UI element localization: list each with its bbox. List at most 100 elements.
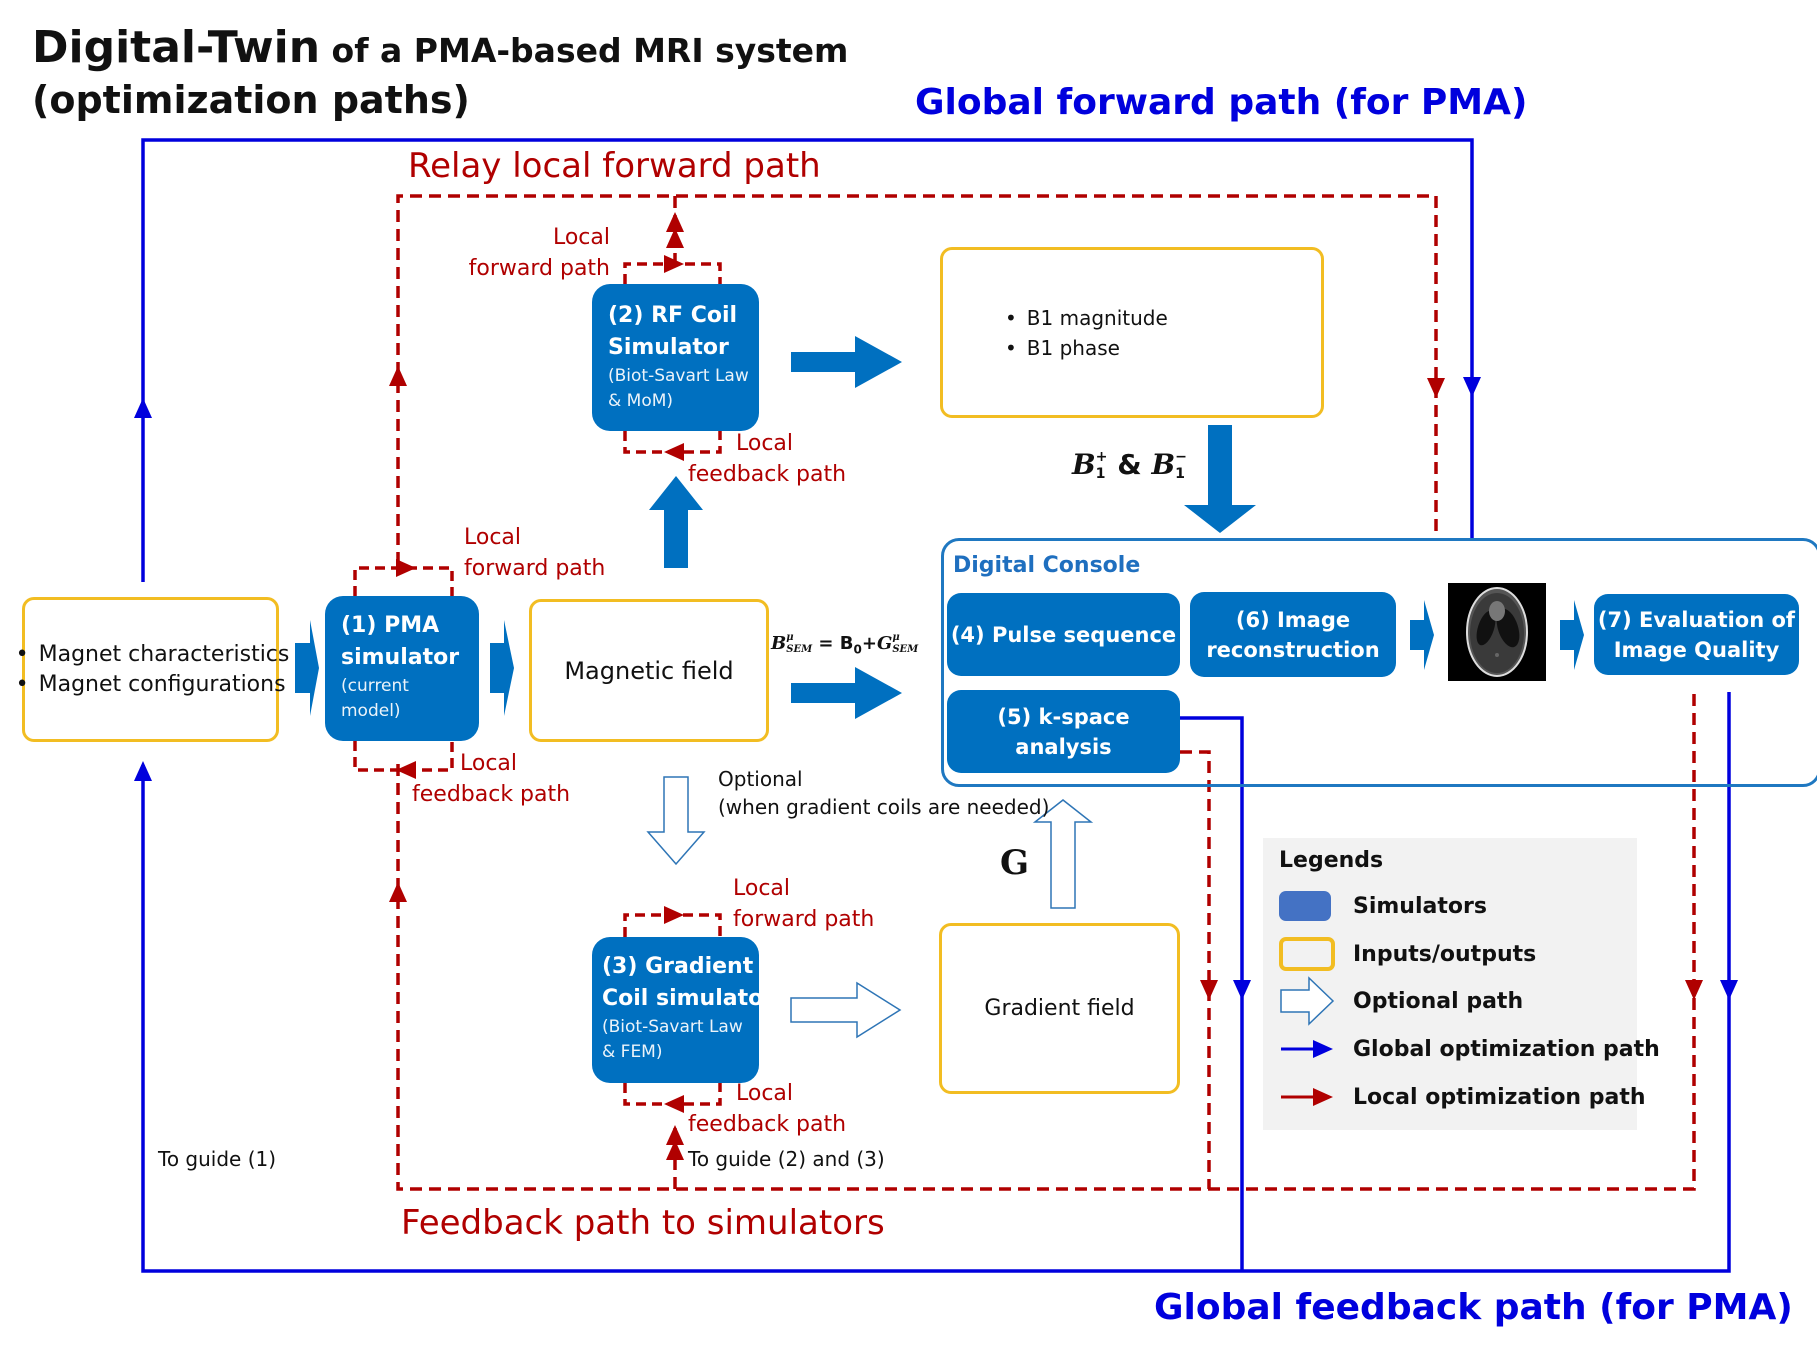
b1-phase: B1 phase <box>1023 333 1168 363</box>
pma-title-1: (1) PMA <box>341 613 440 638</box>
grad-title-1: (3) Gradient <box>602 954 754 979</box>
b1-list: B1 magnitude B1 phase <box>1001 303 1168 363</box>
optional-arrow-field-to-gradient <box>646 776 706 866</box>
local-loop-gradient-feedback-arrowhead <box>664 1095 684 1113</box>
label-line: Local <box>736 1081 794 1106</box>
optional-line-2: (when gradient coils are needed) <box>718 795 1050 819</box>
local-loop-rf-feedback-arrowhead <box>664 443 684 461</box>
pulse-sequence-module[interactable]: (4) Pulse sequence <box>947 593 1180 676</box>
label-line: Local <box>733 876 791 901</box>
pma-local-feedback-label: Local feedback path <box>412 748 570 810</box>
gradient-local-forward-label: Local forward path <box>733 873 874 935</box>
g-label: G <box>1000 843 1030 883</box>
eq-plus: + <box>861 633 877 654</box>
b1-equation: B+1 & B−1 <box>1072 448 1187 483</box>
grad-title-2: Coil simulator <box>602 986 775 1011</box>
pma-simulator: (1) PMA simulator (current model) <box>325 596 479 741</box>
rf-local-forward-label: Local forward path <box>468 222 610 284</box>
rf-sub-1: (Biot-Savart Law <box>608 366 749 386</box>
feedback-arrowhead-grad-up2 <box>666 1125 684 1145</box>
eq-g: G <box>876 633 893 654</box>
global-feedback-path-label: Global feedback path (for PMA) <box>1154 1287 1793 1328</box>
legend-item-simulators: Simulators <box>1279 886 1487 926</box>
title-bold: Digital-Twin <box>32 22 321 73</box>
eq-plus-sup: + <box>1095 449 1108 465</box>
b1-output-box: B1 magnitude B1 phase <box>940 247 1324 418</box>
arrow-recon-to-image <box>1410 600 1434 670</box>
eq-sub-2: 1 <box>1175 466 1185 482</box>
feedback-arrowhead-grad-up <box>666 1140 684 1160</box>
arrow-pma-to-field <box>490 620 514 716</box>
optional-label: Optional (when gradient coils are needed… <box>718 765 1049 821</box>
relay-local-forward-path <box>396 194 1438 564</box>
pma-local-forward-label: Local forward path <box>464 522 605 584</box>
arrow-rf-to-b1 <box>791 336 902 388</box>
arrow-field-to-rf <box>649 476 703 568</box>
local-loop-pma-feedback-arrowhead <box>396 761 416 779</box>
grad-sub-1: (Biot-Savart Law <box>602 1017 743 1037</box>
legend-item-global-path: Global optimization path <box>1279 1029 1660 1069</box>
legend-label: Global optimization path <box>1353 1036 1660 1062</box>
relay-arrowhead-rf-up2 <box>666 228 684 248</box>
label-line: feedback path <box>688 462 847 487</box>
recon-line-2: reconstruction <box>1206 637 1380 662</box>
relay-local-forward-path-label: Relay local forward path <box>408 146 821 186</box>
eq-b-sup: μ <box>786 632 794 643</box>
eval-line-1: (7) Evaluation of <box>1597 607 1796 632</box>
feedback-to-simulators-label: Feedback path to simulators <box>401 1203 885 1243</box>
legend-label: Simulators <box>1353 893 1487 919</box>
evaluation-image-quality-module[interactable]: (7) Evaluation of Image Quality <box>1594 594 1799 675</box>
optional-line-1: Optional <box>718 767 803 791</box>
rf-sub-2: & MoM) <box>608 391 674 411</box>
eq-b: B <box>771 633 787 654</box>
relay-arrowhead-b1-down <box>1427 378 1445 398</box>
diagram-subtitle: (optimization paths) <box>32 78 470 122</box>
magnet-configurations: Magnet configurations <box>34 670 290 700</box>
feedback-arrowhead-kspace-down <box>1200 980 1218 1000</box>
global-feedback-arrowhead-eval <box>1720 980 1738 1000</box>
digital-console <box>941 538 1817 787</box>
arrow-image-to-eval <box>1560 600 1584 670</box>
global-forward-arrowhead-right <box>1463 377 1481 397</box>
local-loop-pma-forward-arrowhead <box>396 559 416 577</box>
legend-label: Local optimization path <box>1353 1084 1646 1110</box>
to-guide-2-3-label: To guide (2) and (3) <box>688 1147 885 1171</box>
eval-line-2: Image Quality <box>1613 637 1780 662</box>
label-line: Local <box>552 225 610 250</box>
legend-item-inputs-outputs: Inputs/outputs <box>1279 934 1536 974</box>
eq-g-sup: μ <box>892 632 900 643</box>
global-feedback-arrowhead-kspace <box>1233 980 1251 1000</box>
digital-console-title: Digital Console <box>953 553 1141 578</box>
global-forward-arrowhead-left <box>134 398 152 418</box>
legend-title: Legends <box>1279 848 1384 873</box>
pma-sub-2: model) <box>341 701 401 721</box>
pma-title-2: simulator <box>341 645 460 670</box>
legend-label: Optional path <box>1353 988 1524 1014</box>
to-guide-1-label: To guide (1) <box>158 1147 277 1171</box>
pma-sub-1: (current <box>341 676 409 696</box>
gradient-local-feedback-label: Local feedback path <box>688 1078 846 1140</box>
arrow-field-to-console <box>791 667 902 719</box>
label-line: forward path <box>464 556 606 581</box>
reconstructed-phantom-image <box>1448 583 1546 681</box>
magnet-characteristics: Magnet characteristics <box>34 640 290 670</box>
b1-magnitude: B1 magnitude <box>1023 303 1168 333</box>
local-loop-rf-forward-arrowhead <box>664 255 684 273</box>
eq-b1-minus-b: B <box>1151 448 1176 481</box>
eq-minus-sup: − <box>1175 449 1188 465</box>
eq-b1-plus-b: B <box>1072 448 1096 481</box>
gradient-field-label: Gradient field <box>984 996 1135 1021</box>
gradient-field-box: Gradient field <box>939 923 1180 1094</box>
global-feedback-arrowhead-left <box>134 761 152 781</box>
optional-arrow-gradient-sim-to-field <box>790 981 902 1039</box>
legend-label: Inputs/outputs <box>1353 941 1537 967</box>
kspace-analysis-module[interactable]: (5) k-space analysis <box>947 690 1180 773</box>
relay-arrowhead-rf-up <box>666 212 684 232</box>
eq-b0-sub: 0 <box>853 642 862 657</box>
arrow-magnet-to-pma <box>295 620 319 716</box>
arrow-b1-to-console <box>1184 425 1256 533</box>
legend-item-local-path: Local optimization path <box>1279 1077 1646 1117</box>
